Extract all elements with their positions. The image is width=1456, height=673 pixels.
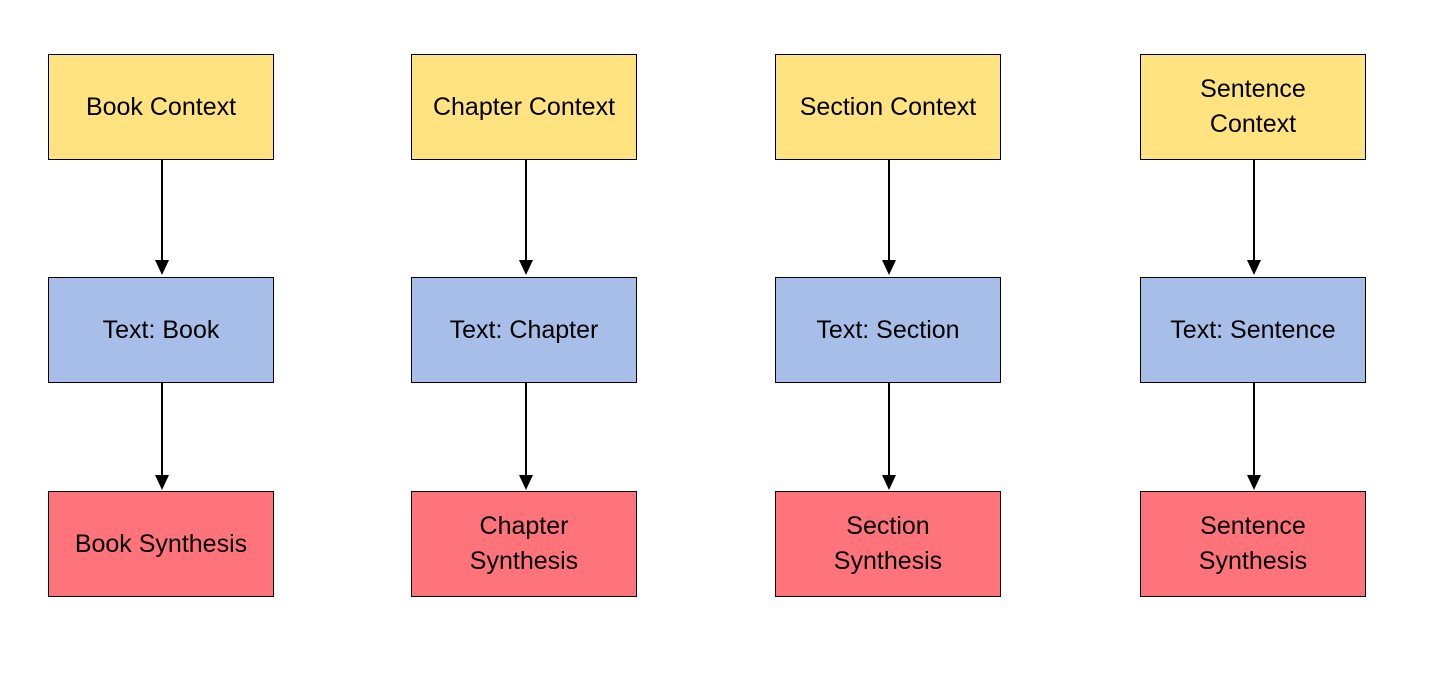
sentence-context-node: Sentence Context <box>1140 54 1366 160</box>
text-sentence-node: Text: Sentence <box>1140 277 1366 383</box>
book-context-label: Book Context <box>85 92 237 121</box>
sentence-synthesis-node: Sentence Synthesis <box>1140 491 1366 597</box>
text-book-label: Text: Book <box>102 315 220 344</box>
book-context-node: Book Context <box>48 54 274 160</box>
text-chapter-label: Text: Chapter <box>449 315 599 344</box>
section-synthesis-node: Section Synthesis <box>775 491 1001 597</box>
section-context-label: Section Context <box>799 92 977 121</box>
chapter-synthesis-node: Chapter Synthesis <box>411 491 637 597</box>
text-sentence-label: Text: Sentence <box>1170 315 1336 344</box>
sentence-synthesis-label: Sentence Synthesis <box>1198 512 1308 575</box>
text-section-node: Text: Section <box>775 277 1001 383</box>
section-context-node: Section Context <box>775 54 1001 160</box>
text-book-node: Text: Book <box>48 277 274 383</box>
book-synthesis-label: Book Synthesis <box>74 529 248 558</box>
text-chapter-node: Text: Chapter <box>411 277 637 383</box>
text-section-label: Text: Section <box>816 315 960 344</box>
book-synthesis-node: Book Synthesis <box>48 491 274 597</box>
section-synthesis-label: Section Synthesis <box>833 512 943 575</box>
chapter-context-node: Chapter Context <box>411 54 637 160</box>
chapter-synthesis-label: Chapter Synthesis <box>469 512 579 575</box>
chapter-context-label: Chapter Context <box>432 92 616 121</box>
sentence-context-label: Sentence Context <box>1200 75 1306 138</box>
